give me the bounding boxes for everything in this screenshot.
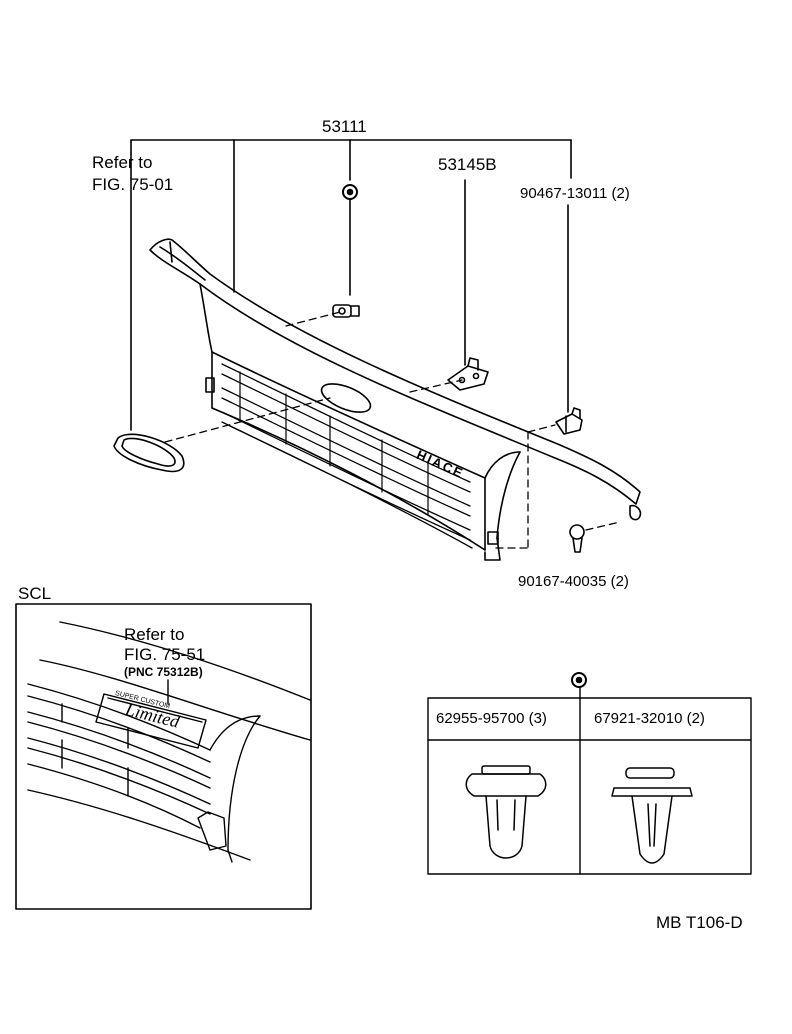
clip-62955-icon — [465, 765, 547, 859]
assembly-lines — [164, 311, 621, 549]
part-53111-leader — [130, 139, 572, 431]
grille-ribs — [239, 371, 429, 515]
clip-67921-icon — [611, 767, 693, 864]
clip-table — [427, 687, 752, 875]
grille-body — [199, 283, 521, 561]
grille-slats — [221, 363, 473, 549]
screw-90467 — [555, 407, 583, 435]
inset-refer-to-figure: FIG. 75-51 — [124, 645, 206, 664]
screw-90167 — [569, 504, 642, 553]
inset-refer-to-label: Refer to — [124, 625, 185, 644]
scl-variant-label: SCL — [18, 584, 52, 603]
bracket-53145B — [447, 357, 489, 391]
clip-left-part-number: 62955-95700 (3) — [436, 710, 547, 727]
scl-inset-box — [15, 603, 312, 910]
diagram-code: MB T106-D — [656, 913, 743, 932]
inset-pnc-label: (PNC 75312B) — [124, 665, 203, 679]
refer-to-figure: FIG. 75-01 — [92, 175, 174, 194]
grille-molding — [149, 238, 641, 505]
part-number-90167: 90167-40035 (2) — [518, 573, 629, 590]
part-number-53145B: 53145B — [438, 155, 497, 174]
clip-right-part-number: 67921-32010 (2) — [594, 710, 705, 727]
part-number-90467: 90467-13011 (2) — [520, 185, 630, 202]
scl-inset-drawing — [27, 621, 311, 863]
grille-clip-part — [332, 304, 360, 318]
part-number-53111: 53111 — [322, 117, 367, 136]
oval-emblem — [113, 433, 185, 473]
clip-marker-icon — [571, 672, 587, 688]
emblem-recess — [320, 383, 372, 413]
clip-marker-icon — [342, 184, 358, 200]
refer-to-label: Refer to — [92, 153, 153, 172]
